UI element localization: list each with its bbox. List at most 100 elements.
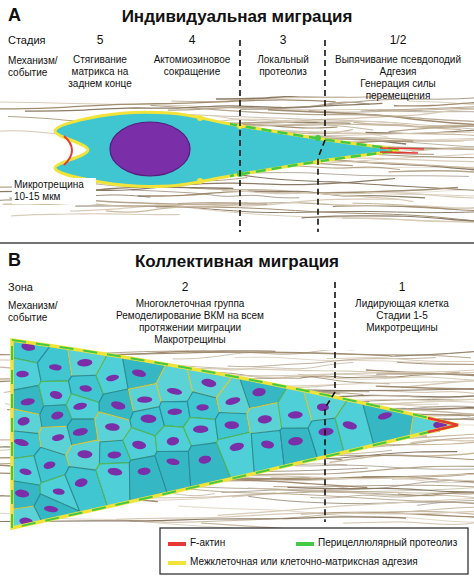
proteolysis-edge	[230, 124, 398, 176]
nucleus	[193, 425, 209, 433]
text-group: Микротрещина 10-15 мкм	[12, 178, 96, 204]
mechanism-text: Лидирующая клетка	[347, 298, 457, 310]
text-group: Стягивание матрикса на заднем конце	[60, 54, 140, 90]
mechanism-text: Выпячивание псевдоподий	[331, 54, 465, 66]
nucleus	[19, 467, 32, 476]
zone-divider	[318, 40, 325, 232]
text-group: Индивидуальная миграция	[122, 7, 353, 27]
nucleus	[20, 397, 35, 406]
text-group: Многоклеточная группаРемоделирование ВКМ…	[100, 298, 280, 346]
text-group: Лидирующая клеткаСтадии 1-5Микротрещины	[347, 298, 457, 334]
cell	[0, 385, 44, 414]
nucleus	[79, 385, 92, 393]
matrix-fiber	[216, 96, 474, 99]
panel-letter: B	[8, 250, 21, 272]
matrix-fiber	[156, 207, 474, 223]
nucleus	[73, 402, 88, 411]
nucleus	[198, 455, 212, 465]
text-group: Механизм/ событие	[8, 300, 70, 324]
nucleus	[166, 387, 182, 396]
nucleus	[16, 371, 29, 378]
nucleus	[15, 489, 30, 498]
mechanism-text: Ремоделирование ВКМ на всем протяжении м…	[100, 310, 280, 334]
nucleus	[225, 396, 242, 407]
nucleus	[44, 505, 59, 513]
text-group: B	[8, 250, 21, 272]
text-group: 1	[399, 280, 406, 294]
mechanism-text: Макротрещины	[100, 334, 280, 346]
matrix-fiber	[366, 181, 474, 193]
actin-rear	[64, 136, 72, 165]
zone-divider	[239, 40, 241, 232]
nucleus	[49, 390, 63, 400]
matrix-fibers	[0, 96, 474, 224]
matrix-fiber	[25, 103, 383, 111]
proteolysis-border	[12, 340, 458, 528]
cell	[39, 381, 72, 406]
stage-number: 4	[189, 33, 196, 47]
cell	[66, 394, 99, 419]
nucleus	[52, 488, 65, 496]
matrix-fiber	[300, 491, 474, 499]
mechanism-text: Адгезия	[331, 66, 465, 78]
nucleus	[77, 450, 92, 459]
matrix-fiber	[287, 487, 474, 495]
nucleus	[110, 400, 126, 411]
nucleus	[107, 467, 123, 477]
matrix-fiber	[333, 206, 474, 211]
cell	[395, 330, 474, 540]
nucleus	[166, 436, 179, 446]
matrix-fiber	[389, 120, 474, 132]
legend-swatch	[168, 542, 186, 546]
matrix-fiber	[11, 214, 180, 216]
text-group: 5	[97, 33, 104, 47]
text-group: Стадия	[8, 34, 46, 47]
mechanism-text: Локальный протеолиз	[248, 54, 318, 78]
nucleus	[288, 411, 303, 419]
nucleus	[137, 396, 152, 403]
nucleus	[260, 440, 274, 450]
stage-number: 5	[97, 33, 104, 47]
matrix-fiber	[388, 171, 474, 186]
mechanism-text: Стягивание матрикса на заднем конце	[60, 54, 140, 90]
microcrack-label: Микротрещина 10-15 мкм	[14, 179, 94, 203]
mechanism-text: Стадии 1-5	[347, 310, 457, 322]
text-group: Выпячивание псевдоподийАдгезияГенерация …	[331, 54, 465, 102]
nucleus	[13, 438, 29, 448]
panel-letter: A	[8, 5, 21, 27]
adhesion-spot	[197, 178, 203, 184]
nucleus	[110, 122, 190, 176]
nucleus	[224, 421, 239, 429]
cell	[187, 392, 219, 420]
text-group: Локальный протеолиз	[248, 54, 318, 78]
cell	[123, 427, 157, 460]
nucleus	[105, 423, 120, 432]
nucleus	[43, 460, 56, 470]
nucleus	[105, 374, 119, 383]
panel-title: Коллективная миграция	[135, 252, 339, 272]
matrix-fiber	[161, 486, 474, 509]
mechanism-text: Микротрещины	[347, 322, 457, 334]
zone-number: 1	[399, 280, 406, 294]
nucleus	[74, 477, 89, 488]
stage-number: 3	[280, 33, 287, 47]
legend-swatch	[296, 542, 314, 546]
matrix-fiber	[376, 386, 474, 401]
nucleus	[140, 414, 156, 423]
text-group: Механизм/ событие	[8, 55, 70, 79]
mechanism-text: Актомиозиновое сокращение	[149, 54, 235, 78]
mechanism-text: Многоклеточная группа	[100, 298, 280, 310]
matrix-fiber	[355, 396, 474, 401]
matrix-fiber	[106, 203, 247, 213]
mechanism-text: Генерация силы перемещения	[331, 78, 465, 102]
adhesion-spot	[315, 135, 321, 141]
cell	[183, 417, 218, 446]
nucleus	[201, 378, 217, 389]
nucleus	[131, 368, 147, 378]
nucleus	[318, 427, 334, 436]
nucleus	[252, 387, 267, 397]
migrating-cell	[55, 112, 398, 186]
cell	[0, 406, 42, 433]
matrix-fiber	[327, 358, 474, 362]
